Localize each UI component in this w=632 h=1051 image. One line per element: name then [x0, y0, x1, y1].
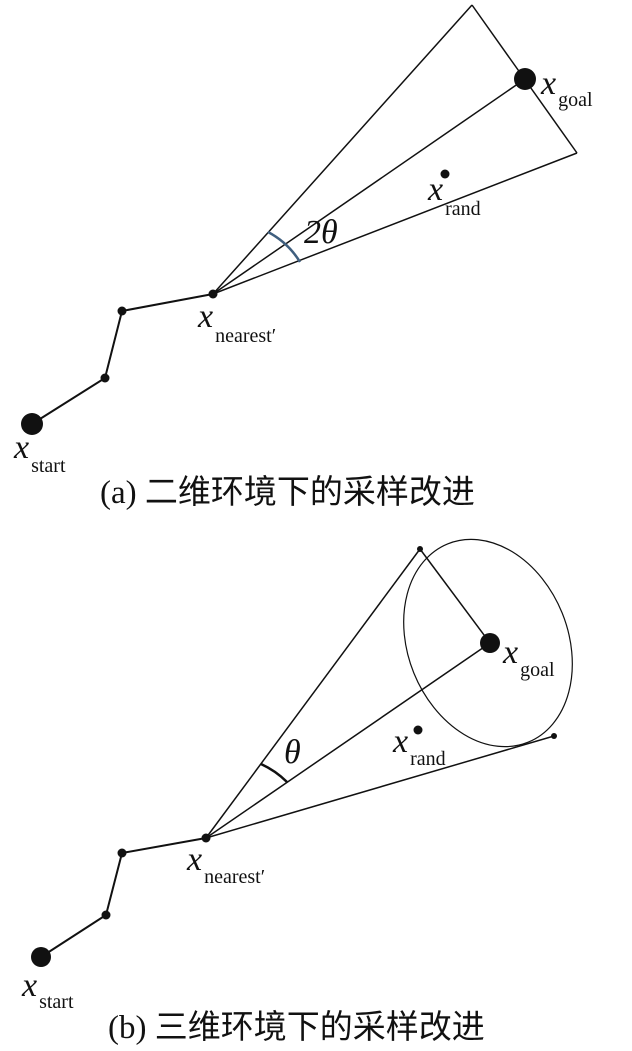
panel-b-cone-bottom-point [551, 733, 557, 739]
panel-b-goal-node [480, 633, 500, 653]
panel-a-sector-upper-edge [212, 4, 473, 295]
panel-a-caption: (a) 二维环境下的采样改进 [100, 474, 475, 511]
panel-b-tree-path [40, 837, 207, 958]
panel-a-start-node [21, 413, 43, 435]
panel-a-rand-label: xrand [427, 171, 481, 220]
panel-a-sector-lower-edge [212, 152, 578, 295]
panel-a-nearest-node [208, 289, 218, 299]
panel-a-goal-direction-line [212, 78, 526, 295]
panel-b-start-node [31, 947, 51, 967]
panel-a-goal-node [514, 68, 536, 90]
panel-a-tree-node [117, 306, 127, 316]
panel-b-nearest-node [201, 833, 211, 843]
panel-b-cone-top-point [417, 546, 423, 552]
panel-a-nearest-label: xnearest′ [197, 298, 276, 347]
panel-a-rand-node [440, 169, 450, 179]
panel-b-tree-node [117, 848, 127, 858]
panel-b-angle-label: θ [284, 734, 301, 771]
panel-b-rand-node [413, 725, 423, 735]
panel-b-angle-arc [260, 762, 288, 783]
panel-b-cone-radius-line [419, 548, 491, 644]
panel-b-cone-lower-edge [205, 735, 555, 839]
panel-a-tree-node [100, 373, 110, 383]
panel-b-tree-node [101, 910, 111, 920]
panel-b-cone-base-ellipse [403, 538, 573, 748]
panel-a-tree-path [31, 293, 214, 425]
panel-b-cone-upper-edge [205, 548, 421, 839]
panel-b-caption: (b) 三维环境下的采样改进 [108, 1009, 485, 1046]
panel-a-angle-label: 2θ [304, 214, 338, 251]
panel-a-angle-arc [267, 230, 302, 263]
panel-b-goal-direction-line [205, 642, 491, 839]
